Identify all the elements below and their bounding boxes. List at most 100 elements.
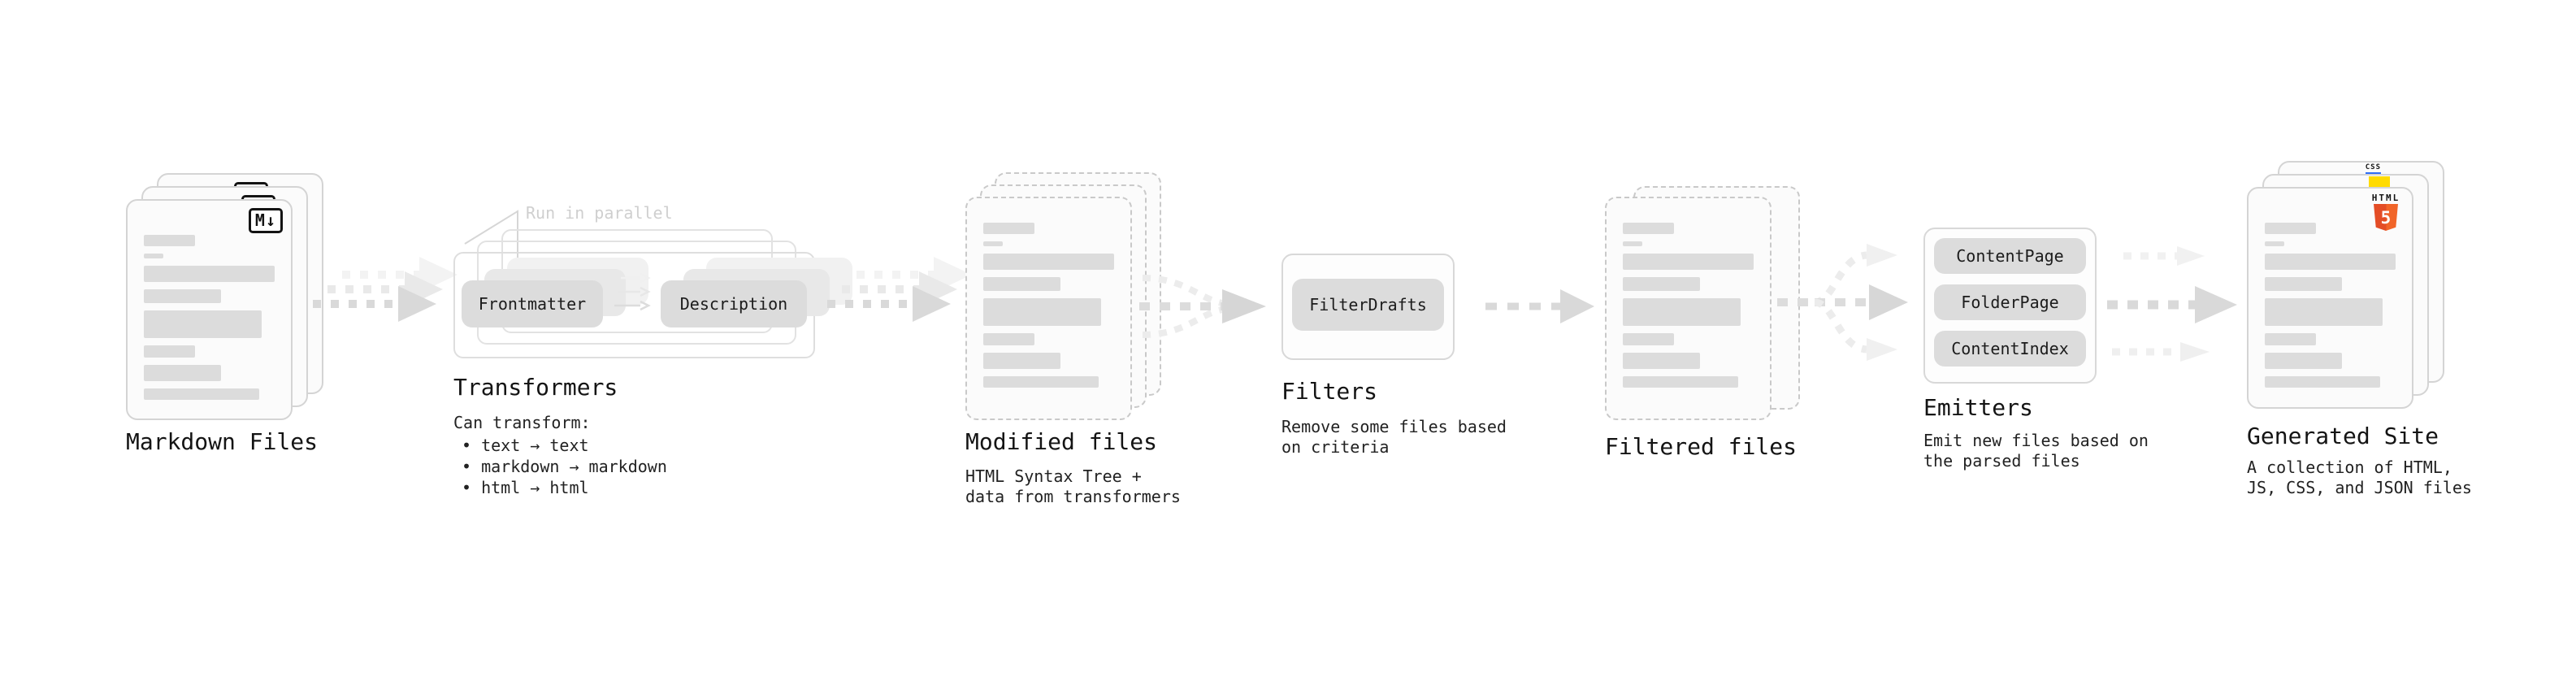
section-title-filters: Filters: [1281, 378, 1378, 405]
document-text-lines: [983, 223, 1114, 388]
modified-files-desc-line: data from transformers: [965, 487, 1181, 506]
section-filtered-files: Filtered files: [1605, 186, 1832, 479]
text-line-bar: [1623, 353, 1700, 369]
section-emitters: ContentPage FolderPage ContentIndex Emit…: [1923, 228, 2159, 479]
arrowhead-light: [1867, 244, 1897, 267]
markdown-file-card-front: M↓: [126, 199, 293, 420]
dashed-arrow: [827, 286, 951, 322]
flow-arrow-emitters-to-site: [2107, 246, 2237, 362]
site-file-card-html: HTML 5: [2247, 187, 2413, 409]
text-line-bar: [2265, 376, 2380, 388]
document-text-lines: [2265, 223, 2396, 388]
text-line-bar: [1623, 254, 1754, 270]
parallel-mini-arrows: [614, 272, 651, 311]
text-line-bar: [1623, 376, 1738, 388]
section-title-filtered-files: Filtered files: [1605, 433, 1798, 460]
emitter-chip-folderpage: FolderPage: [1934, 284, 2086, 320]
text-line-bar: [144, 235, 195, 246]
text-line-bar: [144, 345, 195, 358]
converge-curve-bottom: [1142, 306, 1223, 338]
section-title-generated-site: Generated Site: [2247, 423, 2439, 449]
text-line-bar: [1623, 241, 1643, 246]
filters-desc-line: Remove some files based: [1281, 417, 1507, 436]
text-line-bar: [2265, 353, 2342, 369]
section-transformers: Run in parallel Frontmatter Description …: [453, 203, 852, 514]
modified-files-desc-line: HTML Syntax Tree +: [965, 466, 1142, 486]
section-filters: FilterDrafts Filters Remove some files b…: [1281, 254, 1517, 465]
generated-site-desc-line: A collection of HTML,: [2247, 458, 2452, 477]
flow-arrow-filters-to-filtered: [1485, 289, 1594, 323]
html5-shield: 5: [2374, 204, 2398, 231]
transform-bullet: • html → html: [462, 478, 589, 497]
text-line-bar: [144, 365, 221, 381]
flow-arrow-filtered-to-emitters: [1777, 244, 1908, 361]
text-line-bar: [2265, 254, 2396, 270]
arrowhead: [1560, 289, 1594, 323]
js-icon: [2369, 176, 2390, 187]
generated-site-desc-line: JS, CSS, and JSON files: [2247, 478, 2472, 497]
parallel-note: Run in parallel: [526, 203, 673, 223]
text-line-bar: [983, 333, 1034, 345]
text-line-bar: [2265, 298, 2383, 326]
text-line-bar: [144, 266, 275, 282]
transformer-chip-description: Description: [661, 280, 807, 327]
text-line-bar: [2265, 241, 2285, 246]
emitters-desc-line: Emit new files based on: [1923, 431, 2149, 450]
text-line-bar: [983, 277, 1060, 291]
text-line-bar: [983, 254, 1114, 270]
mini-arrow: [614, 300, 651, 311]
text-line-bar: [983, 223, 1034, 234]
transform-bullet: • markdown → markdown: [462, 457, 667, 476]
transform-bullet: • text → text: [462, 436, 589, 455]
dashed-arrow: [313, 286, 436, 322]
markdown-icon: M↓: [248, 208, 283, 233]
transformer-chip-frontmatter: Frontmatter: [462, 280, 603, 327]
section-title-markdown-files: Markdown Files: [126, 428, 319, 455]
text-line-bar: [1623, 298, 1741, 326]
mini-arrow: [621, 272, 651, 284]
text-line-bar: [983, 298, 1101, 326]
section-title-emitters: Emitters: [1923, 394, 2033, 421]
ghost-arrow: [2112, 342, 2210, 362]
emitter-chip-contentpage: ContentPage: [1934, 238, 2086, 274]
arrowhead-light: [1867, 338, 1897, 361]
text-line-bar: [1623, 333, 1674, 345]
text-line-bar: [144, 310, 262, 338]
section-generated-site: CSS HTML 5 Generated Site A collection o…: [2247, 161, 2483, 502]
text-line-bar: [2265, 277, 2342, 291]
transformers-desc-heading: Can transform:: [453, 413, 591, 432]
text-line-bar: [2265, 223, 2316, 234]
text-line-bar: [2265, 333, 2316, 345]
diverge-curve-top: [1814, 251, 1867, 306]
arrowhead: [1222, 289, 1266, 323]
text-line-bar: [983, 376, 1099, 388]
document-text-lines: [144, 235, 275, 400]
text-line-bar: [983, 241, 1004, 246]
flow-arrow-modified-to-filters: [1139, 275, 1266, 338]
text-line-bar: [1623, 223, 1674, 234]
note-leader-line: [464, 210, 518, 270]
modified-file-card-front: [965, 197, 1132, 420]
emitters-desc-line: the parsed files: [1923, 451, 2080, 471]
text-line-bar: [1623, 277, 1700, 291]
converge-curve-top: [1142, 275, 1223, 306]
section-title-modified-files: Modified files: [965, 428, 1158, 455]
ghost-arrow: [2123, 246, 2205, 266]
emitter-chip-contentindex: ContentIndex: [1934, 331, 2086, 367]
section-markdown-files: M↓ M↓ M↓ Markdown Files: [126, 173, 353, 466]
text-line-bar: [144, 388, 259, 400]
section-modified-files: Modified files HTML Syntax Tree + data f…: [965, 172, 1193, 514]
mini-arrow: [618, 286, 651, 297]
flow-arrow-markdown-to-transformers: [313, 257, 458, 322]
text-line-bar: [983, 353, 1060, 369]
html5-icon: HTML 5: [2368, 193, 2404, 231]
text-line-bar: [144, 289, 221, 303]
html5-word: HTML: [2371, 193, 2400, 203]
dashed-arrow: [2107, 286, 2237, 323]
flow-arrow-transformers-to-modified: [827, 257, 972, 322]
filtered-file-card-front: [1605, 197, 1772, 420]
text-line-bar: [144, 254, 164, 258]
document-text-lines: [1623, 223, 1754, 388]
filters-desc-line: on criteria: [1281, 437, 1390, 457]
